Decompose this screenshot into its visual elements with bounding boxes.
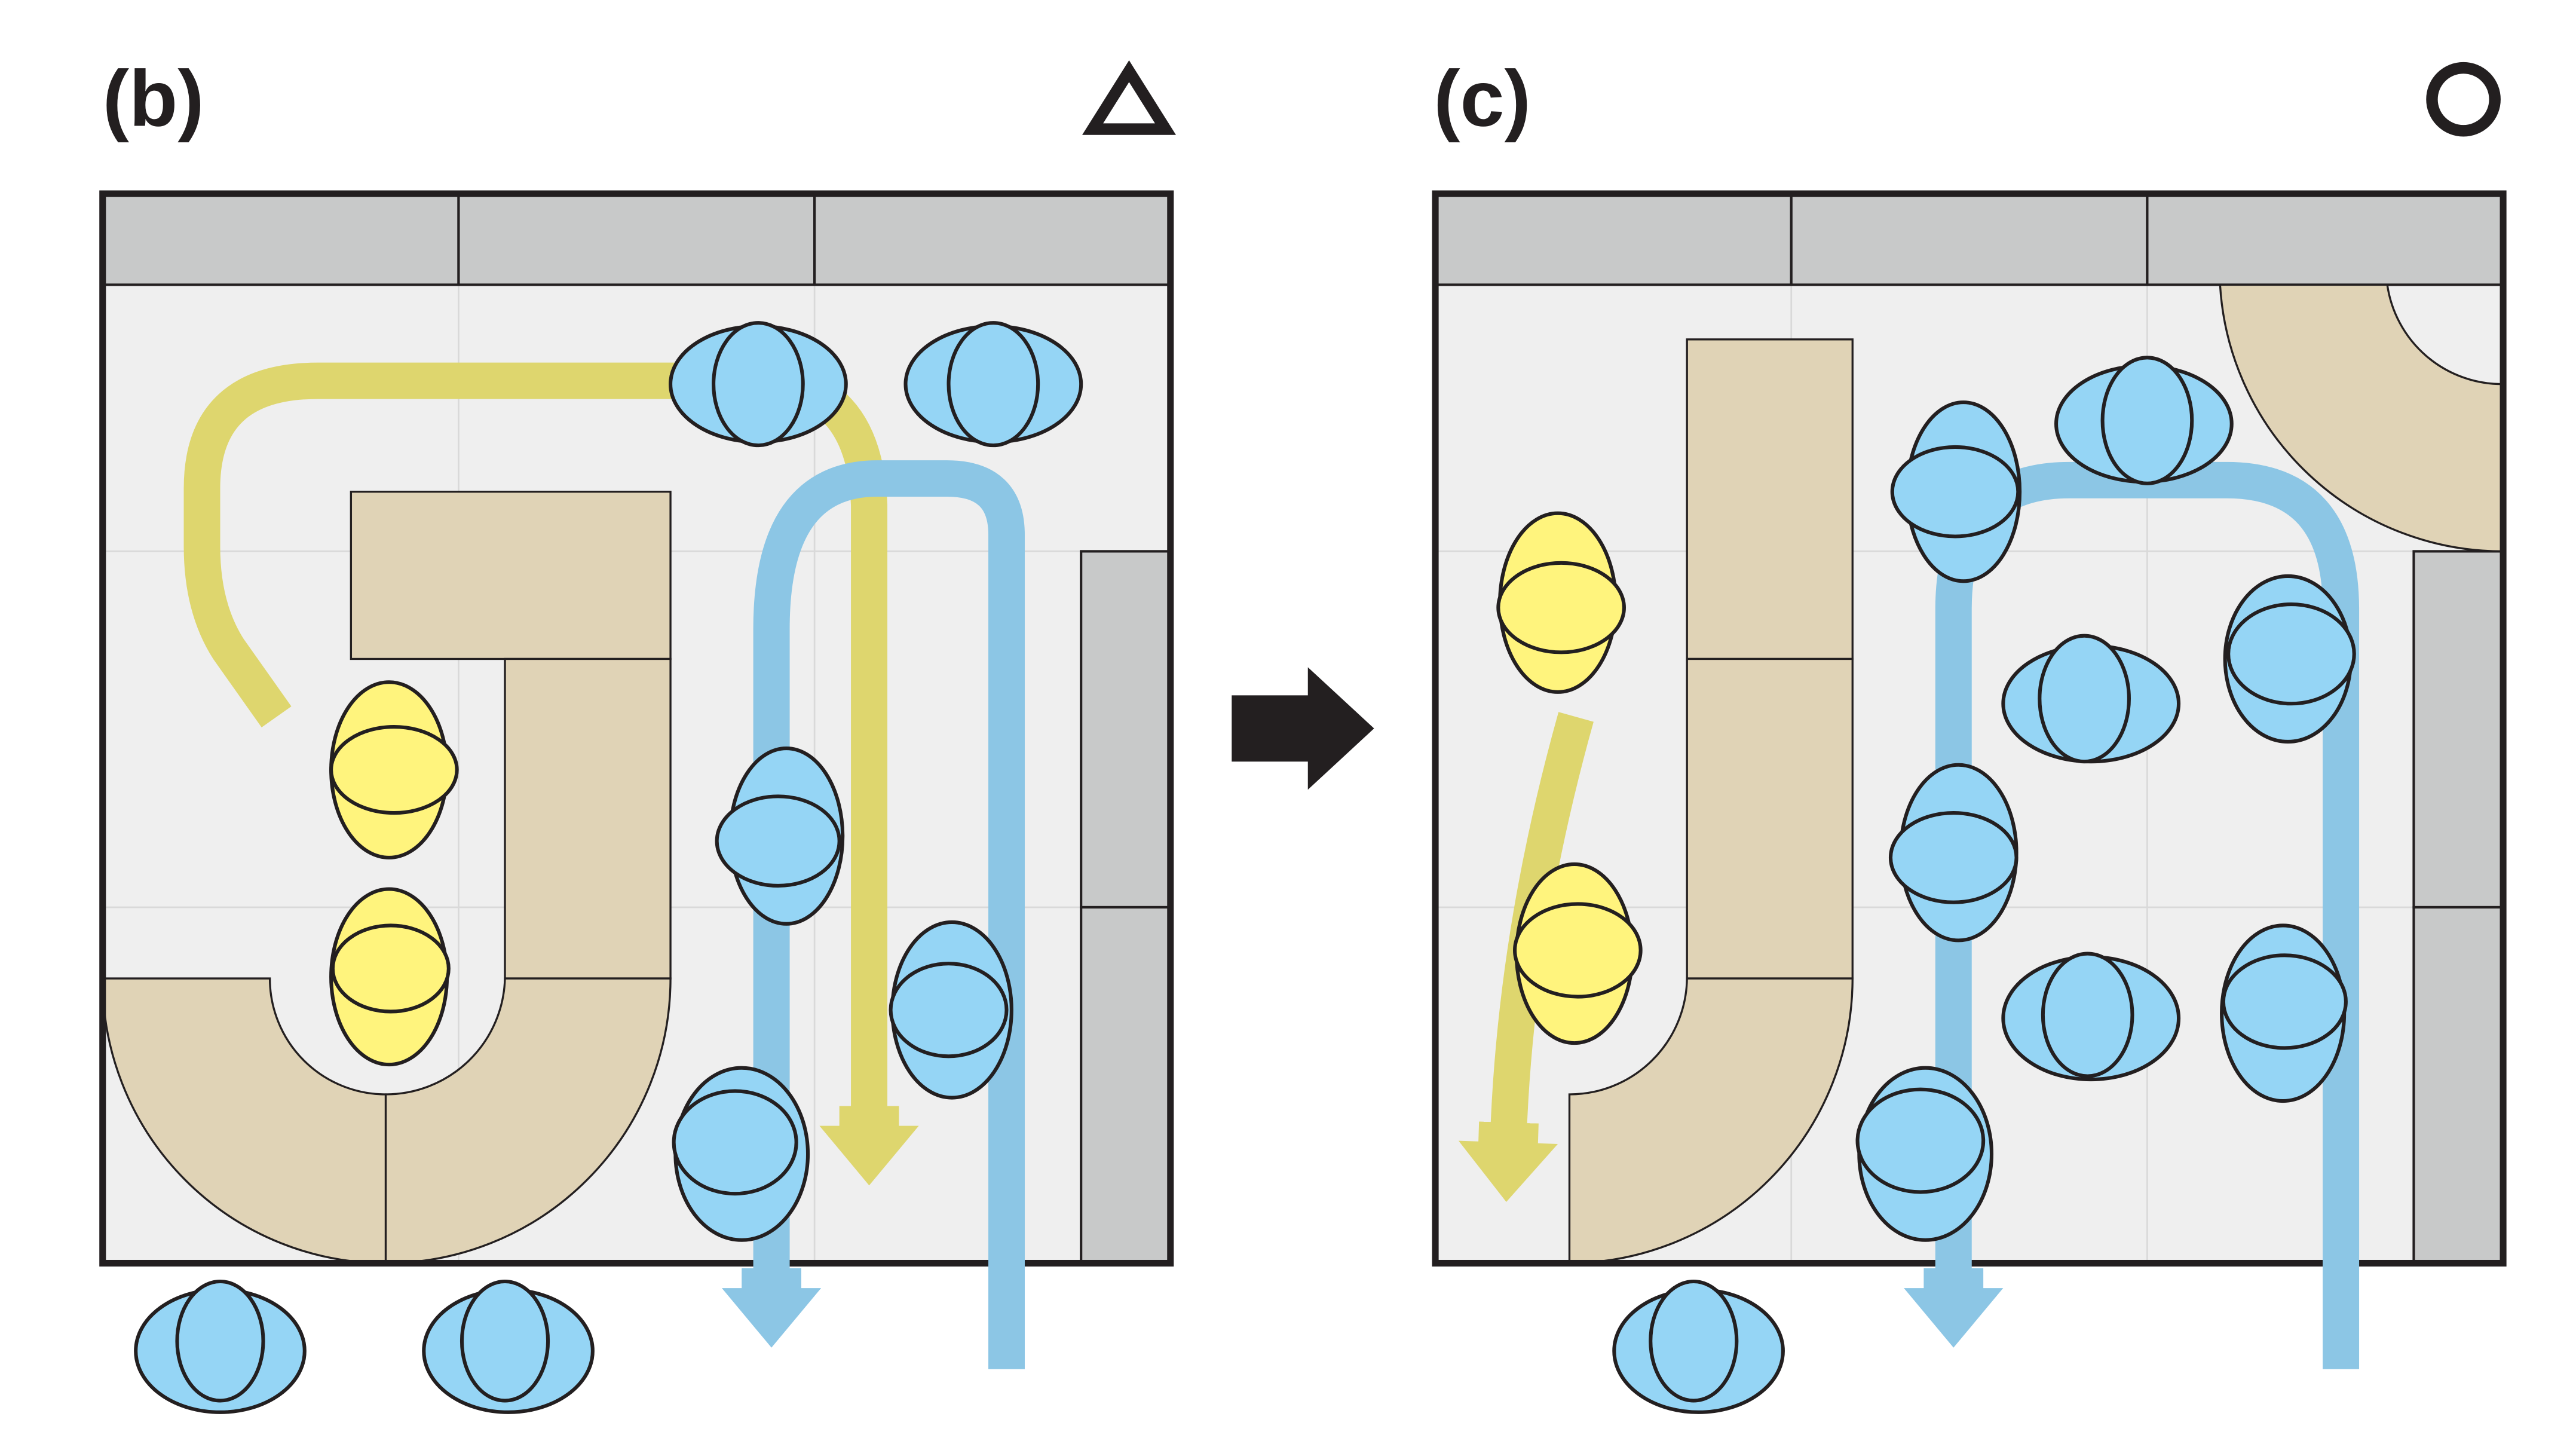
person-blue bbox=[672, 1066, 810, 1242]
right-arrow-icon bbox=[1232, 667, 1374, 790]
panel-label: (c) bbox=[1434, 55, 1531, 143]
person-yellow bbox=[1496, 511, 1626, 694]
top-shelves bbox=[1434, 192, 2505, 286]
person-blue bbox=[715, 747, 845, 926]
person-blue bbox=[1612, 1279, 1785, 1414]
person-blue bbox=[1855, 1066, 1994, 1242]
yellow-flow-path bbox=[183, 362, 919, 1186]
person-blue bbox=[134, 1279, 307, 1414]
top-shelves bbox=[101, 192, 1172, 286]
right-shelves bbox=[1080, 550, 1172, 1265]
room-frame bbox=[99, 190, 1174, 1267]
person-yellow bbox=[1513, 862, 1643, 1045]
person-yellow bbox=[329, 680, 459, 859]
blue-flow-path bbox=[721, 460, 1025, 1369]
person-blue bbox=[2054, 356, 2234, 485]
people-group bbox=[1496, 356, 2356, 1414]
person-blue bbox=[2001, 634, 2181, 764]
counter-j bbox=[102, 491, 672, 1265]
person-blue bbox=[669, 321, 848, 448]
person-blue bbox=[2220, 923, 2348, 1103]
right-shelves bbox=[2412, 550, 2505, 1265]
panel-c: (c) bbox=[1432, 55, 2507, 1414]
person-blue bbox=[422, 1279, 595, 1414]
person-blue bbox=[1890, 400, 2022, 583]
panel-label: (b) bbox=[103, 55, 204, 143]
person-blue bbox=[2223, 574, 2356, 744]
person-blue bbox=[1888, 763, 2018, 943]
triangle-icon bbox=[1082, 60, 1177, 135]
person-blue bbox=[903, 321, 1083, 448]
person-blue bbox=[2001, 952, 2181, 1082]
corner-counter bbox=[2219, 283, 2504, 553]
people-group bbox=[134, 321, 1083, 1414]
panel-b: (b) bbox=[99, 55, 1177, 1414]
counter-j bbox=[1568, 338, 1854, 1265]
person-blue bbox=[889, 920, 1013, 1100]
person-yellow bbox=[329, 887, 451, 1067]
circle-icon bbox=[2426, 62, 2501, 137]
